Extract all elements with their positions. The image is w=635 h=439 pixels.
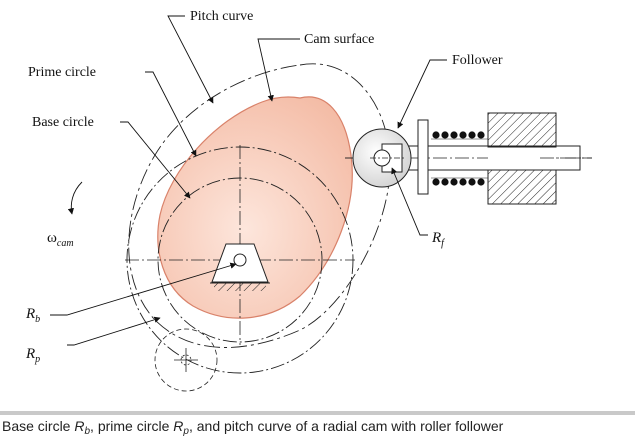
cam-surface-leader	[257, 38, 300, 102]
prime-circle-label: Prime circle	[28, 65, 96, 80]
roller-position-circle	[154, 328, 218, 392]
rf-leader	[391, 167, 428, 236]
follower-leader	[397, 59, 447, 129]
guide-block-top	[487, 112, 557, 148]
rb-leader	[50, 262, 237, 316]
spring	[432, 131, 485, 186]
figure-caption: Base circle Rb, prime circle Rp, and pit…	[2, 418, 503, 437]
caption-rb-sub: b	[84, 426, 91, 437]
caption-text-3: , and pitch curve of a radial cam with r…	[188, 418, 504, 434]
caption-text-1: Base circle	[2, 418, 75, 434]
caption-bar	[0, 411, 635, 439]
pitch-curve-leader	[167, 15, 214, 104]
ground-hatch	[214, 283, 266, 291]
pitch-curve-label: Pitch curve	[190, 9, 253, 24]
caption-text-2: , prime circle	[90, 418, 174, 434]
caption-rp: R	[173, 418, 184, 434]
prime-circle-leader	[145, 71, 197, 157]
spring-collar	[417, 119, 429, 195]
omega-cam-label: ωcam	[47, 230, 74, 249]
base-circle-label: Base circle	[32, 115, 94, 130]
base-circle-leader	[120, 121, 191, 199]
cam-surface-label: Cam surface	[304, 32, 374, 47]
guide-block-bottom	[487, 169, 557, 205]
rp-leader	[67, 316, 161, 346]
omega-arrow	[67, 181, 83, 215]
caption-rule	[0, 411, 635, 415]
caption-rb: R	[74, 418, 85, 434]
follower-label: Follower	[452, 53, 503, 68]
rp-label: Rp	[25, 346, 40, 365]
cam-shaft	[233, 253, 247, 267]
rb-label: Rb	[25, 306, 40, 325]
caption-rp-sub: p	[183, 426, 189, 437]
rf-label: Rf	[431, 230, 445, 249]
